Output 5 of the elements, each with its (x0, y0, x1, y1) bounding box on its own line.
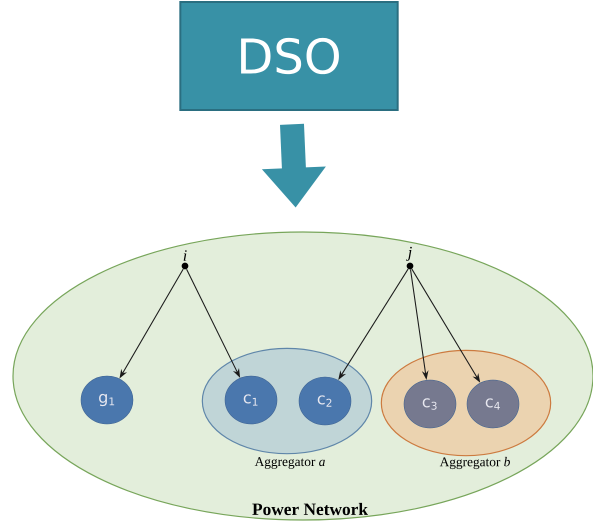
node-label: Aggregator b (440, 456, 510, 470)
dso-box: DSO (179, 1, 399, 111)
node-label: j (406, 246, 412, 261)
node-label: Aggregator a (254, 457, 325, 469)
node-label: i (184, 250, 187, 261)
